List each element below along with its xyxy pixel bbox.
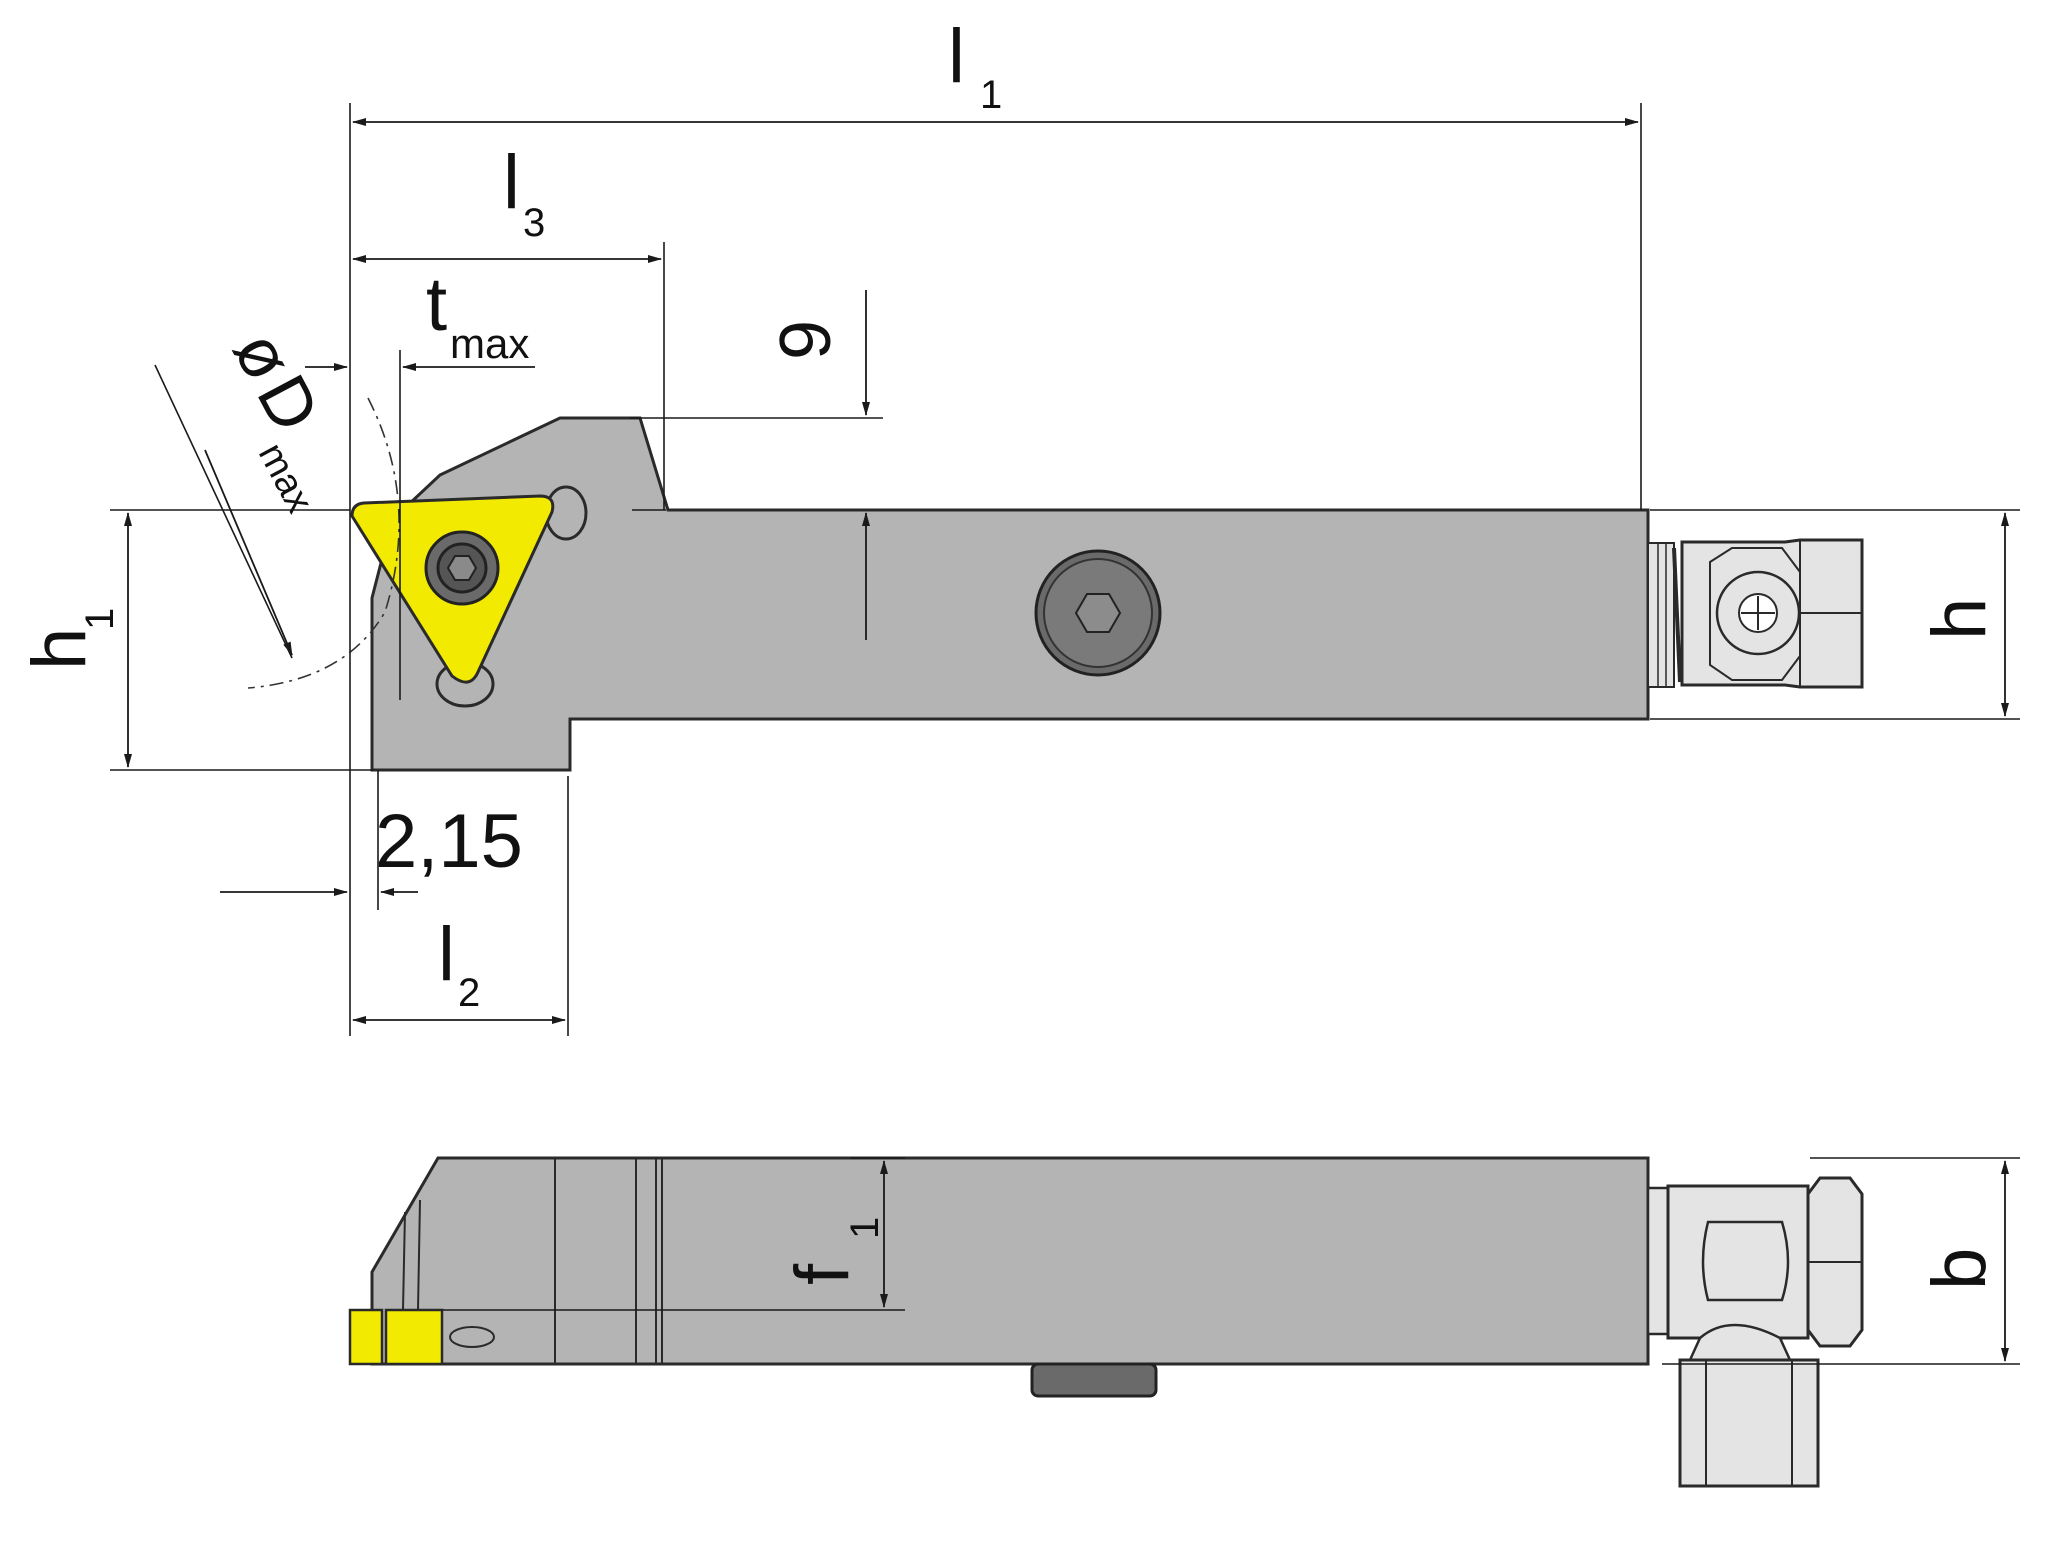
- svg-text:1: 1: [843, 1217, 887, 1239]
- svg-text:t: t: [426, 262, 447, 347]
- body-screw-hex-icon: [1074, 593, 1122, 633]
- svg-text:l: l: [438, 912, 455, 997]
- svg-text:max: max: [250, 437, 321, 520]
- svg-text:2: 2: [458, 971, 480, 1015]
- body-screw-side: [1030, 1362, 1158, 1398]
- dim-line-dmax: [204, 449, 293, 656]
- svg-text:l: l: [503, 140, 520, 225]
- label-l2: l 2: [438, 912, 480, 1015]
- hex-socket-icon: [446, 555, 478, 581]
- svg-text:3: 3: [523, 201, 545, 245]
- svg-text:1: 1: [78, 608, 122, 630]
- label-l1: l 1: [948, 14, 1002, 117]
- holder-body-top: [370, 416, 1650, 772]
- label-h1: h 1: [17, 608, 122, 670]
- svg-text:h: h: [17, 628, 102, 670]
- coolant-hole: [449, 1326, 495, 1348]
- label-nine: 9: [766, 320, 846, 360]
- label-dmax: ø D max: [219, 318, 335, 520]
- label-b: b: [1917, 1248, 2002, 1290]
- coolant-fitting-side: [1646, 1176, 1864, 1488]
- holder-body-side: [370, 1156, 1650, 1366]
- label-l3: l 3: [503, 140, 545, 245]
- label-tmax: t max: [426, 262, 529, 367]
- coolant-fitting-top: [1647, 538, 1864, 689]
- svg-text:1: 1: [980, 73, 1002, 117]
- top-view: l 1 l 3 t max ø D max 9 h 1 h 2,15 l 2: [17, 14, 2020, 1036]
- svg-text:f: f: [780, 1263, 865, 1285]
- label-h: h: [1917, 598, 2002, 640]
- side-view: f 1 b: [348, 1156, 2020, 1488]
- label-offset: 2,15: [375, 799, 523, 884]
- label-f1: f 1: [780, 1217, 887, 1285]
- svg-text:l: l: [948, 14, 965, 99]
- insert-side-left: [348, 1308, 384, 1366]
- svg-text:max: max: [450, 320, 529, 367]
- insert-side-right: [384, 1308, 444, 1366]
